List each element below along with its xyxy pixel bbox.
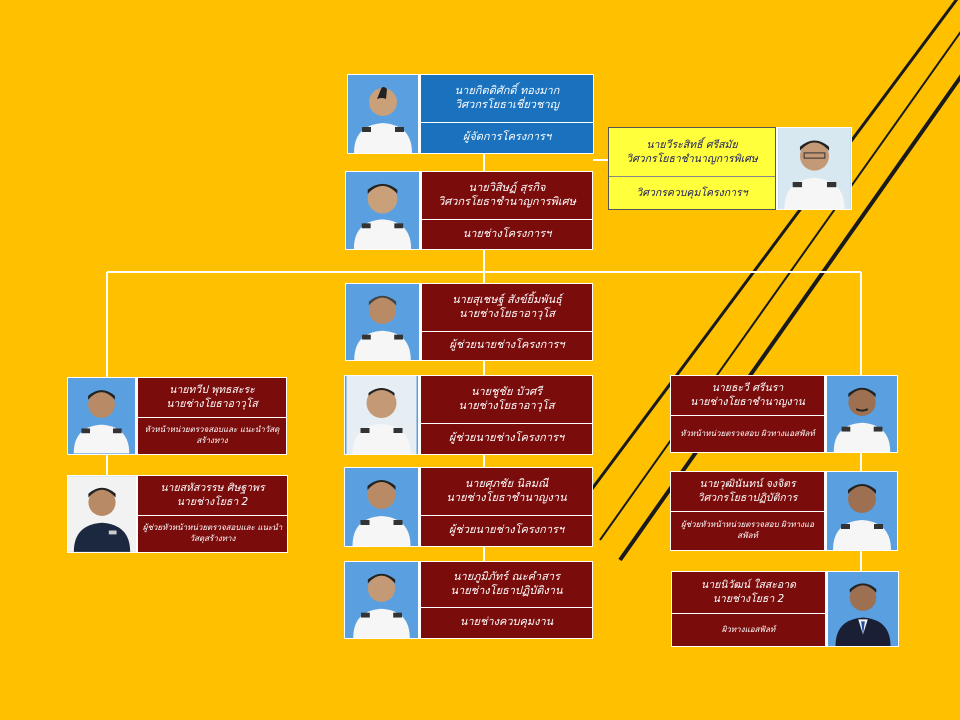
person-photo-icon xyxy=(346,376,417,454)
person-role: ผู้ช่วยหัวหน้าหน่วยตรวจสอบ ผิวทางแอสฟัลท… xyxy=(671,510,824,550)
person-photo-icon xyxy=(348,284,417,360)
person-name: นายภูมิภัทร์ ณะคำสาร xyxy=(453,569,560,583)
person-title: นายช่างโยธาอาวุโส xyxy=(459,307,555,321)
person-photo-icon xyxy=(68,378,135,454)
person-name-block: นายชูชัย บัวศรี นายช่างโยธาอาวุโส xyxy=(421,376,592,423)
org-card-wuthinan: นายวุฒินันทน์ จงจิตร วิศวกรโยธาปฏิบัติกา… xyxy=(670,471,898,551)
person-photo xyxy=(345,562,418,638)
person-photo xyxy=(68,378,135,454)
person-role: ผิวทางแอสฟัลท์ xyxy=(672,612,825,646)
person-title: นายช่างโยธาอาวุโส xyxy=(458,399,555,413)
person-name-block: นายวุฒินันทน์ จงจิตร วิศวกรโยธาปฏิบัติกา… xyxy=(671,472,824,511)
person-name: นายศุภชัย นิลมณี xyxy=(464,476,549,490)
person-name-block: นายนิวัฒน์ ใสสะอาด นายช่างโยธา 2 xyxy=(672,572,825,613)
person-photo xyxy=(778,128,851,209)
person-role: หัวหน้าหน่วยตรวจสอบ ผิวทางแอสฟัลท์ xyxy=(671,414,824,452)
person-photo-icon xyxy=(778,128,851,209)
person-name-block: นายกิตติศักดิ์ ทองมาก วิศวกรโยธาเชี่ยวชา… xyxy=(421,75,593,122)
org-card-wisit: นายวิสิษฏ์ สุรกิจ วิศวกรโยธาชำนาญการพิเศ… xyxy=(345,171,593,250)
person-name: นายสหัสวรรษ ศิษฐาพร xyxy=(160,482,265,495)
person-title: วิศวกรโยธาปฏิบัติการ xyxy=(697,492,798,505)
person-photo-icon xyxy=(827,472,897,550)
person-title: นายช่างโยธาชำนาญงาน xyxy=(446,491,567,505)
person-name: นายชูชัย บัวศรี xyxy=(470,384,543,398)
person-photo xyxy=(346,172,419,249)
person-title: นายช่างโยธา 2 xyxy=(176,496,249,509)
person-title: วิศวกรโยธาชำนาญการพิเศษ xyxy=(438,195,576,209)
person-name-block: นายทวีป พุทธสะระ นายช่างโยธาอาวุโส xyxy=(138,378,286,417)
person-name: นายวุฒินันทน์ จงจิตร xyxy=(699,478,796,491)
person-title: วิศวกรโยธาเชี่ยวชาญ xyxy=(454,98,559,112)
person-role: ผู้จัดการโครงการฯ xyxy=(421,121,593,153)
person-name-block: นายวิสิษฏ์ สุรกิจ วิศวกรโยธาชำนาญการพิเศ… xyxy=(422,172,592,219)
person-photo xyxy=(828,572,898,646)
person-photo-icon xyxy=(829,572,897,646)
org-card-sahassawat: นายสหัสวรรษ ศิษฐาพร นายช่างโยธา 2 ผู้ช่ว… xyxy=(67,475,288,553)
person-name-block: นายสหัสวรรษ ศิษฐาพร นายช่างโยธา 2 xyxy=(138,476,287,515)
person-photo xyxy=(348,75,418,153)
person-title: นายช่างโยธา 2 xyxy=(712,593,785,606)
person-name-block: นายภูมิภัทร์ ณะคำสาร นายช่างโยธาปฏิบัติง… xyxy=(421,562,592,607)
person-name-block: นายศุภชัย นิลมณี นายช่างโยธาชำนาญงาน xyxy=(421,468,592,515)
person-role: วิศวกรควบคุมโครงการฯ xyxy=(609,176,775,209)
person-title: นายช่างโยธาชำนาญงาน xyxy=(690,396,805,409)
org-card-chuchai: นายชูชัย บัวศรี นายช่างโยธาอาวุโส ผู้ช่ว… xyxy=(344,375,593,455)
org-card-niwat: นายนิวัฒน์ ใสสะอาด นายช่างโยธา 2 ผิวทางแ… xyxy=(671,571,899,647)
person-photo-icon xyxy=(347,562,416,638)
person-photo-icon xyxy=(348,75,418,153)
org-card-thawee: นายธะวี ศรีนรา นายช่างโยธาชำนาญงาน หัวหน… xyxy=(670,375,898,453)
person-name: นายทวีป พุทธสะระ xyxy=(169,384,255,397)
person-photo xyxy=(346,284,419,360)
person-name: นายนิวัฒน์ ใสสะอาด xyxy=(701,579,796,592)
person-photo xyxy=(345,468,418,546)
person-title: นายช่างโยธาปฏิบัติงาน xyxy=(450,584,563,598)
person-name: นายธะวี ศรีนรา xyxy=(711,382,784,395)
person-role: นายช่างควบคุมงาน xyxy=(421,606,592,638)
person-name: นายวีระสิทธิ์ ศรีสมัย xyxy=(646,138,738,151)
person-role: ผู้ช่วยนายช่างโครงการฯ xyxy=(422,330,592,360)
org-card-wirasit: นายวีระสิทธิ์ ศรีสมัย วิศวกรโยธาชำนาญการ… xyxy=(608,127,852,210)
org-card-kittisak: นายกิตติศักดิ์ ทองมาก วิศวกรโยธาเชี่ยวชา… xyxy=(347,74,594,154)
person-title: นายช่างโยธาอาวุโส xyxy=(166,398,258,411)
person-photo-icon xyxy=(347,172,418,249)
person-role: ผู้ช่วยนายช่างโครงการฯ xyxy=(421,422,592,454)
person-role: หัวหน้าหน่วยตรวจสอบและ แนะนำวัสดุสร้างทา… xyxy=(138,416,286,454)
person-photo xyxy=(827,472,897,550)
person-role: นายช่างโครงการฯ xyxy=(422,218,592,249)
person-name-block: นายวีระสิทธิ์ ศรีสมัย วิศวกรโยธาชำนาญการ… xyxy=(609,128,775,176)
person-photo-icon xyxy=(827,376,897,452)
person-name-block: นายธะวี ศรีนรา นายช่างโยธาชำนาญงาน xyxy=(671,376,824,415)
person-photo-icon xyxy=(68,476,136,552)
person-name: นายสุเชษฐ์ สังข์ยิ้มพันธุ์ xyxy=(452,292,562,306)
org-card-suchet: นายสุเชษฐ์ สังข์ยิ้มพันธุ์ นายช่างโยธาอา… xyxy=(345,283,593,361)
person-name: นายกิตติศักดิ์ ทองมาก xyxy=(454,83,560,97)
person-title: วิศวกรโยธาชำนาญการพิเศษ xyxy=(626,153,758,165)
org-card-phumiphat: นายภูมิภัทร์ ณะคำสาร นายช่างโยธาปฏิบัติง… xyxy=(344,561,593,639)
person-role: ผู้ช่วยหัวหน้าหน่วยตรวจสอบและ แนะนำวัสดุ… xyxy=(138,514,287,552)
person-photo xyxy=(68,476,136,552)
org-card-thawip: นายทวีป พุทธสะระ นายช่างโยธาอาวุโส หัวหน… xyxy=(67,377,287,455)
person-photo xyxy=(827,376,897,452)
person-role: ผู้ช่วยนายช่างโครงการฯ xyxy=(421,514,592,546)
person-photo xyxy=(345,376,418,454)
person-name-block: นายสุเชษฐ์ สังข์ยิ้มพันธุ์ นายช่างโยธาอา… xyxy=(422,284,592,331)
person-name: นายวิสิษฏ์ สุรกิจ xyxy=(468,180,546,194)
org-card-sukchai: นายศุภชัย นิลมณี นายช่างโยธาชำนาญงาน ผู้… xyxy=(344,467,593,547)
person-photo-icon xyxy=(346,468,417,546)
